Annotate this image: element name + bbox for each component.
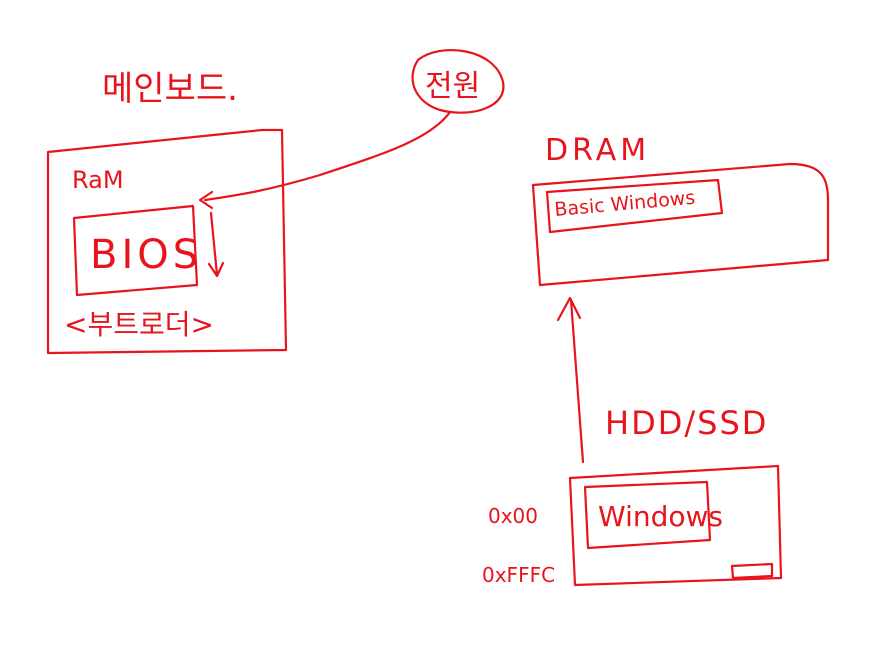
storage-label: HDD/SSD bbox=[605, 404, 768, 442]
storage-box bbox=[568, 464, 783, 587]
address-start-label: 0x00 bbox=[488, 504, 538, 528]
ram-box bbox=[46, 128, 288, 355]
basic-windows-label: Basic Windows bbox=[554, 187, 697, 221]
storage-arrowhead bbox=[556, 296, 582, 322]
motherboard-label: 메인보드. bbox=[102, 69, 238, 109]
dram-label: DRAM bbox=[545, 133, 650, 168]
basic-windows-box bbox=[545, 178, 724, 234]
ram-label: RaM bbox=[72, 166, 124, 194]
bios-box bbox=[72, 204, 199, 297]
address-end-label: 0xFFFC bbox=[482, 563, 555, 587]
bios-down-arrow bbox=[209, 211, 219, 277]
storage-to-dram-arrow bbox=[569, 298, 585, 464]
dram-box bbox=[531, 162, 830, 287]
bios-label: BIOS bbox=[90, 232, 202, 278]
bootloader-label: <부트로더> bbox=[64, 308, 214, 341]
windows-label: Windows bbox=[598, 500, 723, 533]
power-arrowhead bbox=[198, 190, 214, 210]
bios-down-arrowhead bbox=[207, 261, 225, 278]
power-label: 전원 bbox=[425, 69, 480, 104]
power-ellipse bbox=[411, 48, 505, 114]
storage-small-rect bbox=[730, 562, 774, 580]
windows-box bbox=[583, 480, 712, 550]
power-to-bios-arrow bbox=[203, 110, 452, 202]
